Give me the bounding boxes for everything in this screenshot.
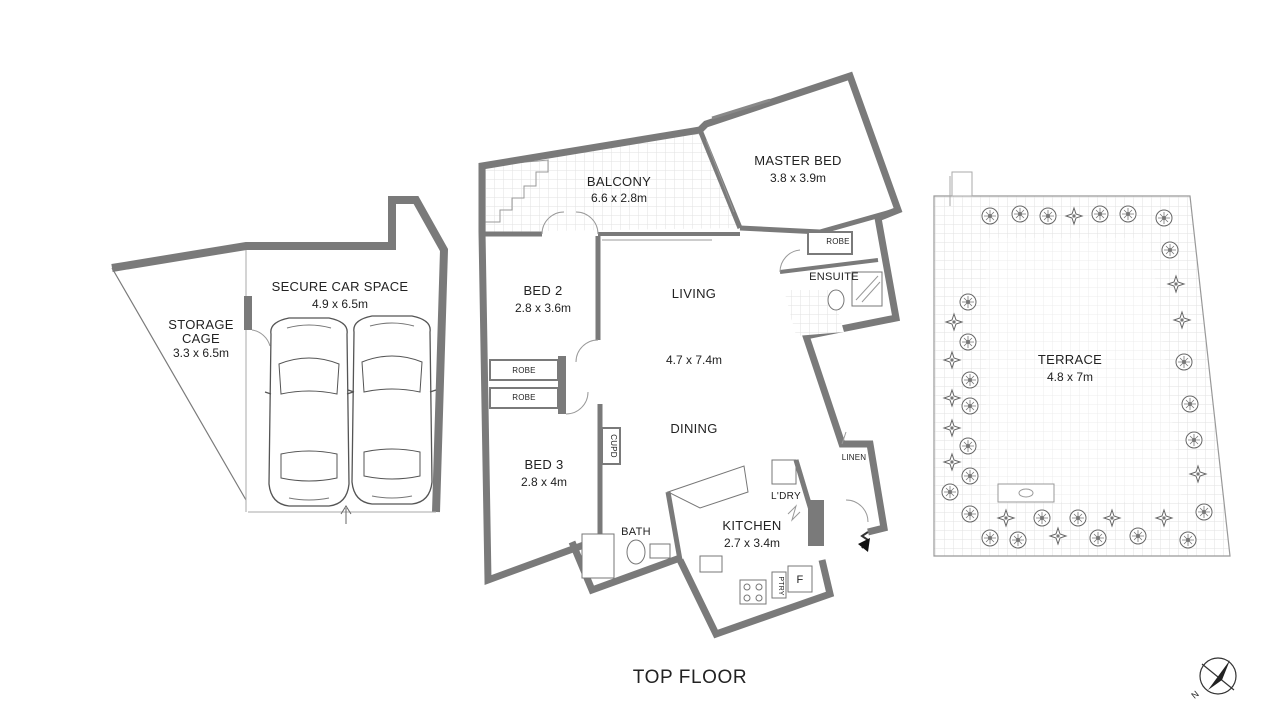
kitchen-name: KITCHEN [722, 518, 781, 533]
car-space-block: STORAGE CAGE 3.3 x 6.5m SECURE CAR SPACE… [111, 196, 449, 524]
linen-label: LINEN [842, 453, 867, 462]
living-dining-dims: 4.7 x 7.4m [666, 353, 722, 367]
bed3-name: BED 3 [524, 457, 563, 472]
ensuite-name: ENSUITE [809, 271, 859, 283]
cupd-label: CUPD [609, 434, 618, 457]
kitchen-dims: 2.7 x 3.4m [724, 536, 780, 550]
storage-dims: 3.3 x 6.5m [173, 346, 229, 360]
bed3-dims: 2.8 x 4m [521, 475, 567, 489]
dining-name: DINING [670, 421, 717, 436]
floor-title: TOP FLOOR [633, 667, 748, 688]
terrace-dims: 4.8 x 7m [1047, 370, 1093, 384]
balcony-dims: 6.6 x 2.8m [591, 191, 647, 205]
living-name: LIVING [672, 286, 716, 301]
car-space-dims: 4.9 x 6.5m [312, 297, 368, 311]
compass-icon: N [1189, 657, 1237, 701]
terrace-block: TERRACE 4.8 x 7m [933, 171, 1231, 557]
apartment-block: BALCONY 6.6 x 2.8m MASTER BED 3.8 x 3.9m… [478, 71, 903, 639]
terrace-name: TERRACE [1038, 352, 1102, 367]
car-icon [264, 317, 354, 507]
bed2-name: BED 2 [523, 283, 562, 298]
pantry-label: PTRY [777, 576, 784, 595]
master-bed-name: MASTER BED [754, 153, 842, 168]
robe-master-label: ROBE [826, 237, 849, 246]
fridge-label: F [796, 574, 803, 586]
balcony-name: BALCONY [587, 174, 651, 189]
storage-name-line1: STORAGE [168, 317, 233, 332]
car-space-name: SECURE CAR SPACE [272, 279, 409, 294]
bath-name: BATH [621, 526, 651, 538]
bed2-dims: 2.8 x 3.6m [515, 301, 571, 315]
robe-bed3-label: ROBE [512, 393, 535, 402]
storage-name-line2: CAGE [182, 331, 220, 346]
compass-north-label: N [1189, 689, 1200, 701]
laundry-label: L'DRY [771, 491, 801, 502]
robe-bed2-label: ROBE [512, 366, 535, 375]
master-bed-dims: 3.8 x 3.9m [770, 171, 826, 185]
car-icon [347, 315, 437, 505]
